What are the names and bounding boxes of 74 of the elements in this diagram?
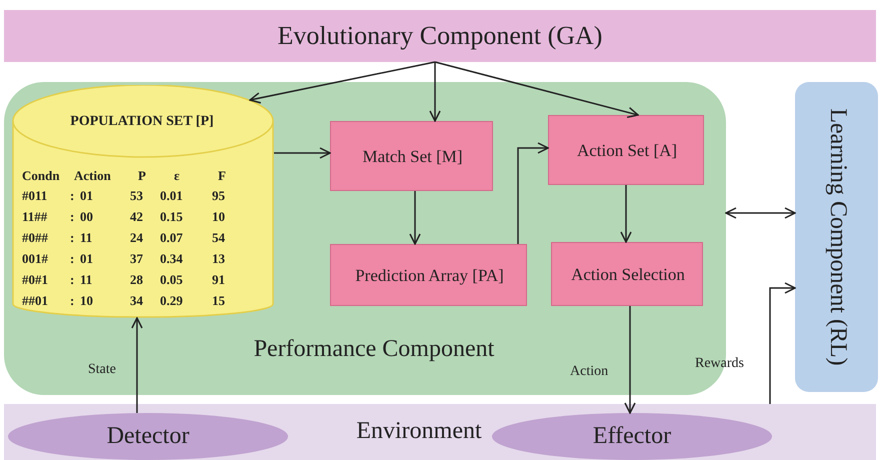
process-box [551,242,703,306]
label: Prediction Array [PA] [354,265,505,288]
arrow [429,62,441,122]
column-header: Action [74,168,111,184]
column-header: ε [174,168,180,184]
label: Learning Component (RL) [823,107,852,368]
table-cell: #0## [22,230,48,246]
column-header: P [138,168,146,184]
table-cell: 13 [212,251,225,267]
table-cell: 91 [212,272,225,288]
table-cell: 0.01 [160,188,183,204]
label: Performance Component [252,335,496,364]
table-cell: 01 [80,251,93,267]
column-header: F [218,168,226,184]
table-cell: 0.29 [160,293,183,309]
process-box [330,244,527,306]
table-cell: : [70,251,74,267]
footer-band [4,404,876,460]
table-cell: #0#1 [22,272,48,288]
table-cell: 11## [22,209,48,225]
table-cell: 10 [212,209,225,225]
edge-label: Action [570,364,608,380]
label: Action Selection [570,264,686,286]
process-box [330,121,493,191]
table-cell: 00 [80,209,93,225]
table-cell: : [70,230,74,246]
arrow [725,207,796,219]
label: Effector [592,422,672,451]
arrow [517,142,549,244]
arrow [249,61,436,104]
table-cell: 11 [80,272,92,288]
table-cell: 01 [80,188,93,204]
table-cell: 53 [130,188,143,204]
arrow [624,306,636,414]
edge-label: Rewards [695,356,744,372]
arrow [131,317,143,413]
table-cell: 0.15 [160,209,183,225]
table-cell: ##01 [22,293,48,309]
table-cell: : [70,293,74,309]
heading: POPULATION SET [P] [69,112,215,131]
arrow [769,282,796,404]
label: Detector [106,422,190,451]
table-cell: 0.05 [160,272,183,288]
database-cylinder [12,85,274,318]
header-band [4,10,876,62]
edge-label: State [88,362,116,378]
label: Match Set [M] [361,146,464,168]
table-cell: 15 [212,293,225,309]
table-cell: 95 [212,188,225,204]
table-cell: 0.07 [160,230,183,246]
table-cell: 0.34 [160,251,183,267]
arrow [274,147,331,159]
table-cell: 001# [22,251,48,267]
table-cell: #011 [22,188,48,204]
table-cell: : [70,272,74,288]
table-cell: : [70,188,74,204]
table-cell: 11 [80,230,92,246]
table-cell: 28 [130,272,143,288]
table-cell: 37 [130,251,143,267]
table-cell: 10 [80,293,93,309]
table-cell: 24 [130,230,143,246]
arrow [409,191,421,245]
arrow [434,61,639,118]
label: Environment [355,417,483,446]
table-cell: 42 [130,209,143,225]
arrow [620,185,632,243]
side-panel [795,82,878,392]
table-cell: : [70,209,74,225]
label: Evolutionary Component (GA) [276,20,604,52]
label: Action Set [A] [576,140,678,162]
process-box [548,115,704,185]
column-header: Condn [22,168,60,184]
table-cell: 54 [212,230,225,246]
table-cell: 34 [130,293,143,309]
